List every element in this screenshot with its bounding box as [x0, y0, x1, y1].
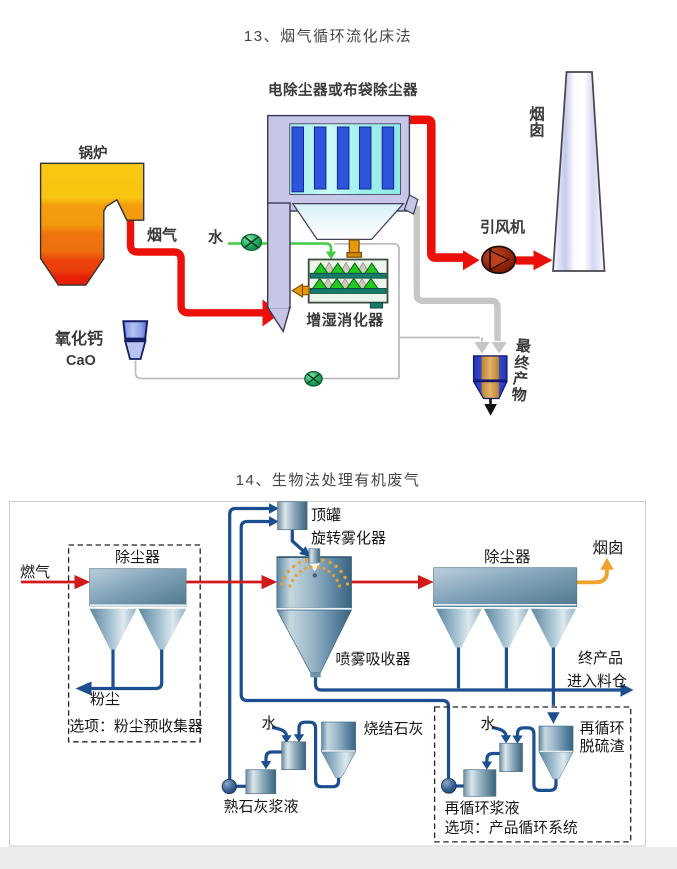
svg-text:锅炉: 锅炉	[79, 144, 108, 162]
svg-text:囱: 囱	[529, 121, 545, 140]
svg-text:最: 最	[515, 336, 533, 355]
svg-text:脱硫渣: 脱硫渣	[580, 738, 625, 755]
svg-text:电除尘器或布袋除尘器: 电除尘器或布袋除尘器	[268, 81, 418, 99]
svg-text:喷雾吸收器: 喷雾吸收器	[336, 651, 411, 668]
svg-text:水: 水	[262, 715, 277, 732]
svg-text:再循环: 再循环	[580, 720, 625, 737]
svg-text:顶罐: 顶罐	[311, 507, 341, 524]
svg-text:水: 水	[481, 716, 496, 733]
svg-text:燃气: 燃气	[20, 563, 50, 581]
svg-text:烟: 烟	[529, 105, 545, 124]
svg-text:引风机: 引风机	[480, 218, 525, 236]
svg-text:选项：粉尘预收集器: 选项：粉尘预收集器	[70, 718, 203, 735]
svg-text:选项：产品循环系统: 选项：产品循环系统	[445, 820, 578, 837]
svg-text:终产品: 终产品	[578, 650, 623, 667]
svg-text:烧结石灰: 烧结石灰	[364, 721, 424, 738]
svg-text:物: 物	[511, 385, 528, 404]
svg-text:产: 产	[512, 369, 529, 388]
svg-text:13、烟气循环流化床法: 13、烟气循环流化床法	[244, 28, 412, 45]
svg-text:终: 终	[514, 353, 532, 372]
svg-text:水: 水	[208, 228, 224, 246]
svg-text:氧化钙: 氧化钙	[54, 329, 103, 348]
svg-text:烟囱: 烟囱	[593, 539, 624, 557]
svg-text:旋转雾化器: 旋转雾化器	[311, 530, 386, 547]
svg-text:除尘器: 除尘器	[484, 548, 531, 566]
svg-text:粉尘: 粉尘	[90, 691, 120, 708]
svg-text:CaO: CaO	[66, 353, 96, 369]
svg-text:14、生物法处理有机废气: 14、生物法处理有机废气	[236, 472, 421, 489]
svg-text:除尘器: 除尘器	[115, 549, 160, 566]
svg-text:再循环浆液: 再循环浆液	[445, 799, 520, 817]
svg-text:进入料仓: 进入料仓	[567, 673, 627, 690]
svg-text:熟石灰浆液: 熟石灰浆液	[224, 798, 299, 816]
svg-text:烟气: 烟气	[147, 226, 177, 244]
svg-text:增湿消化器: 增湿消化器	[306, 311, 384, 329]
